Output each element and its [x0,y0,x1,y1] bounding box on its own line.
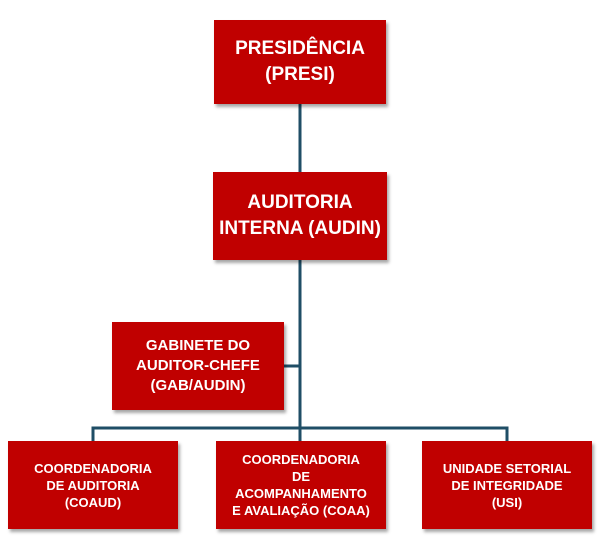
node-gabinete: GABINETE DO AUDITOR-CHEFE (GAB/AUDIN) [112,322,284,410]
node-auditoria-interna: AUDITORIA INTERNA (AUDIN) [213,172,387,260]
node-unidade-setorial: UNIDADE SETORIAL DE INTEGRIDADE (USI) [422,441,592,529]
node-presidencia-label: PRESIDÊNCIA (PRESI) [235,38,365,85]
node-auditoria-interna-label: AUDITORIA INTERNA (AUDIN) [219,192,381,239]
node-unidade-setorial-label: UNIDADE SETORIAL DE INTEGRIDADE (USI) [442,460,572,510]
node-presidencia: PRESIDÊNCIA (PRESI) [214,20,386,104]
node-coordenadoria-acompanhamento-label: COORDENADORIA DE ACOMPANHAMENTO E AVALIA… [232,452,370,518]
node-coordenadoria-auditoria-label: COORDENADORIA DE AUDITORIA (COAUD) [34,460,152,510]
node-coordenadoria-auditoria: COORDENADORIA DE AUDITORIA (COAUD) [8,441,178,529]
node-gabinete-label: GABINETE DO AUDITOR-CHEFE (GAB/AUDIN) [136,337,260,394]
node-coordenadoria-acompanhamento: COORDENADORIA DE ACOMPANHAMENTO E AVALIA… [216,441,386,529]
